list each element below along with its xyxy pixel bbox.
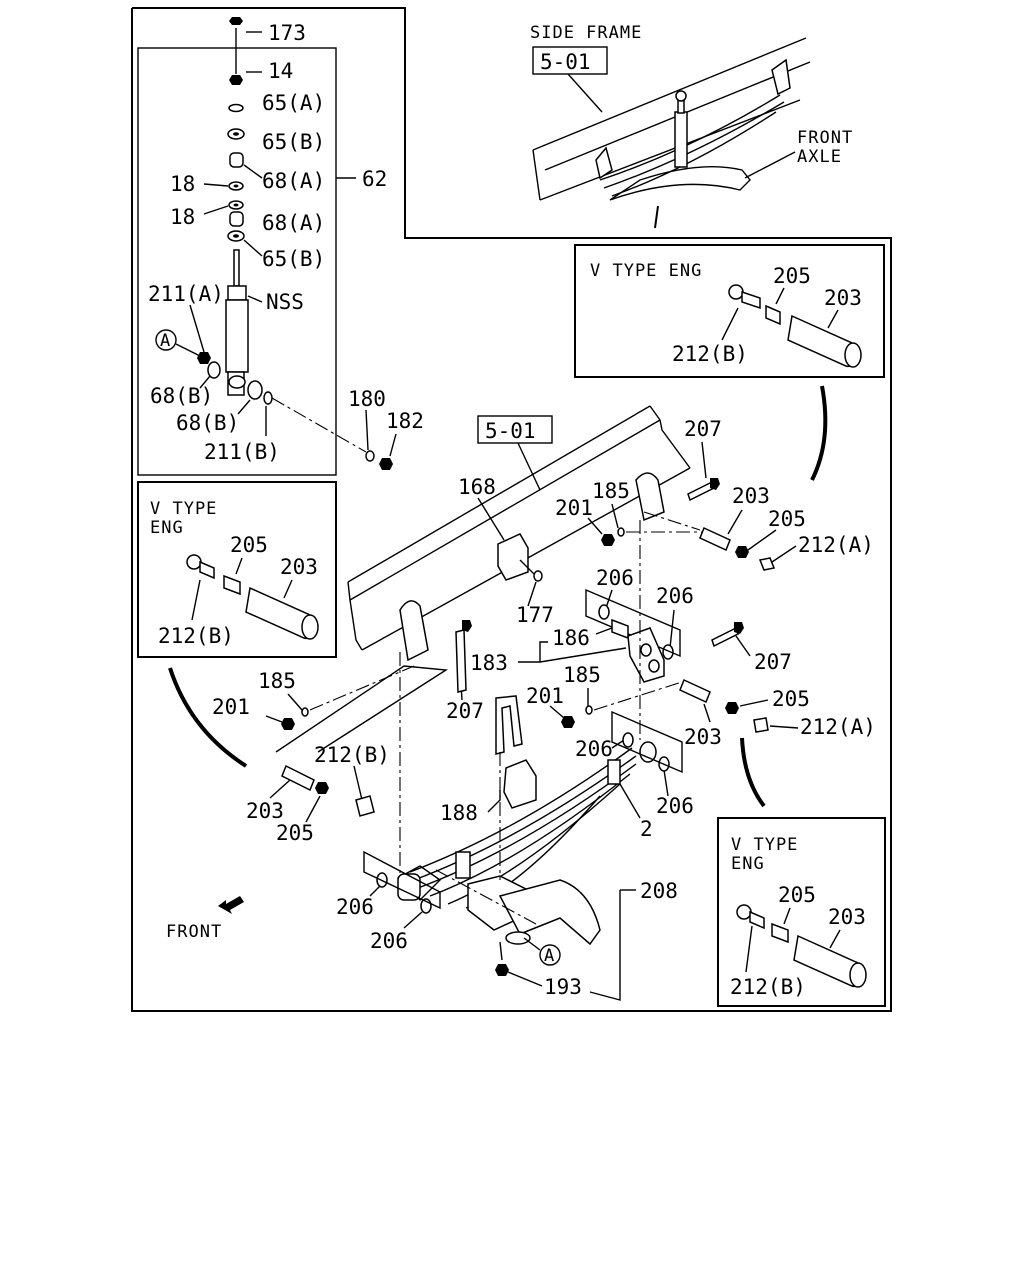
callout-2: 2 — [640, 817, 653, 841]
callout-201-b: 201 — [526, 684, 564, 708]
callout-206-f: 206 — [370, 929, 408, 953]
callout-201-a: 201 — [555, 496, 593, 520]
leaf-spring-assembly: 188 206 206 2 206 206 — [336, 520, 694, 1001]
callout-205-bottom: 205 — [778, 883, 816, 907]
shock-absorber-kit: 62 173 14 65(A) 65(B) 68(A) 18 18 68(A) … — [137, 17, 387, 476]
callout-188: 188 — [440, 801, 478, 825]
callout-206-c: 206 — [575, 737, 613, 761]
vtype-title-left-2: ENG — [150, 518, 184, 538]
callout-203-bottom: 203 — [828, 905, 866, 929]
callout-185-c: 185 — [258, 669, 296, 693]
callout-212b-left: 212(B) — [158, 624, 234, 648]
callout-65a-1: 65(A) — [262, 91, 325, 115]
callout-68b-2: 68(B) — [176, 411, 239, 435]
vtype-title-left-1: V TYPE — [150, 499, 217, 519]
shackle-group-upper: 207 201 185 203 205 212(A) — [555, 417, 874, 571]
front-arrow-icon — [218, 896, 244, 914]
callout-205-left: 205 — [230, 533, 268, 557]
callout-205-b: 205 — [772, 687, 810, 711]
callout-208: 208 — [640, 879, 678, 903]
main-ref-box: 5-01 — [485, 419, 536, 443]
callout-65b-1: 65(B) — [262, 130, 325, 154]
callout-68b-1: 68(B) — [150, 384, 213, 408]
callout-212a-2: 212(A) — [800, 715, 876, 739]
front-direction-indicator: FRONT — [166, 896, 244, 942]
vtype-eng-box-bottom: V TYPE ENG 205 203 212(B) — [717, 817, 886, 1007]
callout-68a-2: 68(A) — [262, 211, 325, 235]
circle-a-mark: A — [160, 331, 171, 351]
callout-183: 183 — [470, 651, 508, 675]
callout-186: 186 — [552, 626, 590, 650]
callout-206-a: 206 — [596, 566, 634, 590]
vtype-eng-box-left: V TYPE ENG 205 203 212(B) — [137, 481, 337, 658]
callout-203-left: 203 — [280, 555, 318, 579]
callout-18-a: 18 — [170, 172, 195, 196]
front-pin-group: 207 185 201 212(B) 203 205 — [212, 620, 484, 845]
nut-washer-180-182: 180 182 — [348, 387, 424, 470]
callout-203-a: 203 — [732, 484, 770, 508]
callout-212a-1: 212(A) — [798, 533, 874, 557]
vtype-title-top: V TYPE ENG — [590, 261, 702, 281]
callout-206-d: 206 — [656, 794, 694, 818]
callout-182: 182 — [386, 409, 424, 433]
callout-205-top: 205 — [773, 264, 811, 288]
callout-173: 173 — [268, 21, 306, 45]
circle-a-mark-lower: A — [544, 946, 555, 966]
callout-207-b: 207 — [754, 650, 792, 674]
callout-68a-1: 68(A) — [262, 169, 325, 193]
callout-206-e: 206 — [336, 895, 374, 919]
vtype-eng-box-top: V TYPE ENG 205 203 212(B) — [574, 244, 885, 378]
vtype-title-bottom-2: ENG — [731, 854, 765, 874]
callout-211b: 211(B) — [204, 440, 280, 464]
vtype-title-bottom-1: V TYPE — [731, 835, 798, 855]
callout-168: 168 — [458, 475, 496, 499]
callout-212b-bottom: 212(B) — [730, 975, 806, 999]
pin-group-lower-right: 185 201 203 205 212(A) — [526, 663, 876, 749]
callout-203-top: 203 — [824, 286, 862, 310]
callout-203-b: 203 — [684, 725, 722, 749]
front-axle-label-2: AXLE — [797, 147, 842, 167]
callout-180: 180 — [348, 387, 386, 411]
callout-212b-top: 212(B) — [672, 342, 748, 366]
side-frame-title: SIDE FRAME — [530, 23, 642, 43]
callout-65b-2: 65(B) — [262, 247, 325, 271]
diagram-outline — [131, 7, 892, 1012]
callout-185-a: 185 — [592, 479, 630, 503]
side-frame-ref-box: 5-01 — [540, 50, 591, 74]
callout-212b-mid: 212(B) — [314, 743, 390, 767]
shackle-group-183: 206 206 186 183 207 — [470, 566, 792, 683]
callout-207-c: 207 — [446, 699, 484, 723]
callout-203-c: 203 — [246, 799, 284, 823]
side-frame-inset: SIDE FRAME 5-01 FRONT AXLE — [530, 23, 853, 229]
callout-177: 177 — [516, 603, 554, 627]
callout-18-b: 18 — [170, 205, 195, 229]
callout-193: 193 — [544, 975, 582, 999]
callout-205-a: 205 — [768, 507, 806, 531]
callout-207-a: 207 — [684, 417, 722, 441]
callout-201-c: 201 — [212, 695, 250, 719]
callout-206-b: 206 — [656, 584, 694, 608]
callout-14: 14 — [268, 59, 293, 83]
callout-62: 62 — [362, 167, 387, 191]
callout-nss: NSS — [266, 290, 304, 314]
callout-205-c: 205 — [276, 821, 314, 845]
front-label: FRONT — [166, 922, 222, 942]
callout-211a: 211(A) — [148, 282, 224, 306]
bracket-168: 168 177 — [458, 475, 554, 627]
front-axle-label-1: FRONT — [797, 128, 853, 148]
callout-185-b: 185 — [563, 663, 601, 687]
